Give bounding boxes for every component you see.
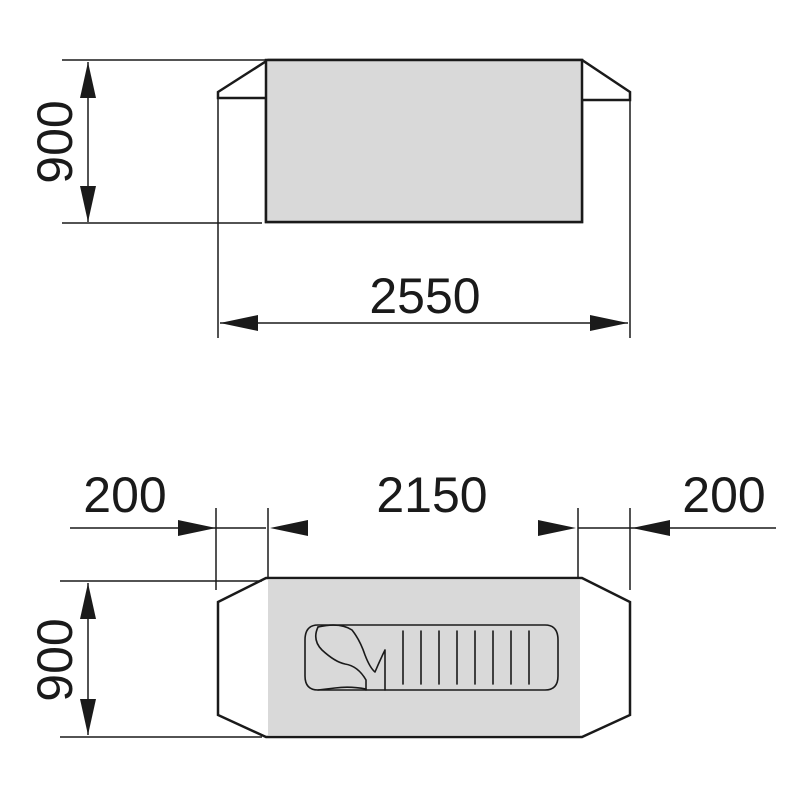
bottom-left-label: 200 [83, 467, 166, 523]
bottom-right-label: 200 [682, 467, 765, 523]
top-view-panel [264, 58, 584, 224]
bottom-right-arrow [632, 520, 670, 536]
bottom-height-label: 900 [27, 618, 83, 701]
bottom-view-panel [268, 580, 580, 735]
top-width-arrow-left [220, 315, 258, 331]
top-width-arrow-right [590, 315, 628, 331]
bottom-center-arrow-left [270, 520, 308, 536]
top-height-label: 900 [27, 100, 83, 183]
bottom-center-label: 2150 [376, 467, 487, 523]
bottom-height-arrow-down [80, 699, 96, 735]
sleeping-bag-icon [304, 624, 559, 691]
top-width-label: 2550 [369, 268, 480, 324]
top-height-arrow-down [80, 186, 96, 222]
bottom-left-arrow [178, 520, 216, 536]
bottom-center-arrow-right [538, 520, 576, 536]
top-view: 900 2550 [27, 58, 632, 338]
bottom-view: 200 2150 200 900 [27, 467, 776, 739]
top-height-arrow-up [80, 62, 96, 98]
bottom-height-arrow-up [80, 583, 96, 619]
